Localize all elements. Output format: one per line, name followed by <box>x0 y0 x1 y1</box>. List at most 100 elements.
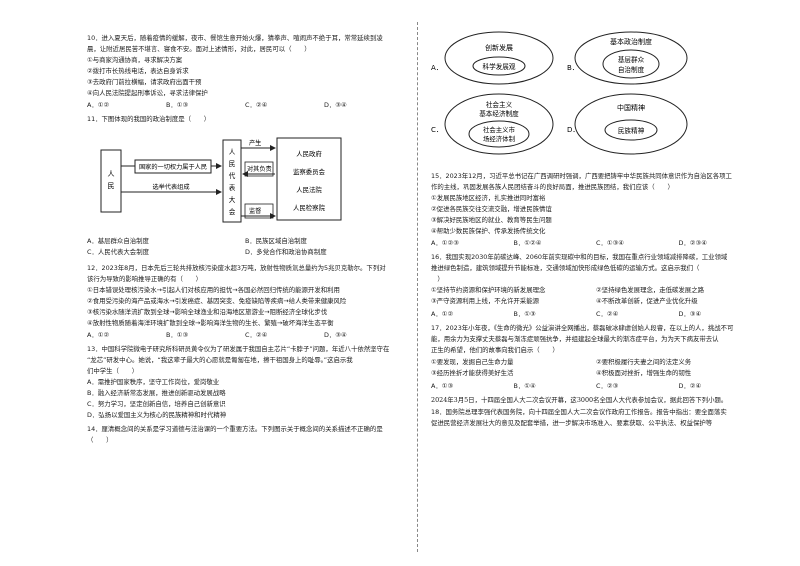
section-note: 2024年3月5日，十四届全国人大二次会议开幕，这3000名全国人大代表参加会议… <box>431 395 728 404</box>
q16-item-2: ②坚持绿色发展理念，走低碳发展之路 <box>596 285 704 294</box>
left-column: 10．进入夏天后，随着疫情的缓解，夜市、餐馆生意开始火爆，猜拳声、喧闹声不绝于耳… <box>87 34 403 450</box>
q10-option-d[interactable]: D．③④ <box>324 100 347 109</box>
diagram-people-2: 民 <box>108 182 115 190</box>
q15-option-b[interactable]: B．①②④ <box>513 238 542 247</box>
question-15: 15．2023年12月，习近平总书记在广西调研时强调，广西要把铸牢中华民族共同体… <box>431 172 761 248</box>
q17-item-2: ②要积极履行夫妻之间的法定义务 <box>596 357 692 366</box>
q17-stem-3: 正生的希望，他们的故事向我们启示（ ） <box>431 346 559 355</box>
q14-letter-a[interactable]: A． <box>431 64 443 72</box>
q12-option-a[interactable]: A．①② <box>87 330 110 339</box>
q12-option-d[interactable]: D．③④ <box>324 330 347 339</box>
q13-stem-3: 们中学生（ ） <box>87 366 139 375</box>
q15-options: A．①②③ B．①②④ C．①③④ D．②③④ <box>431 239 761 248</box>
q16-stem-3: ） <box>431 274 444 283</box>
q16-item-4: ④不断改革创新，促进产业优化升级 <box>596 297 698 306</box>
q10-item-1: ①与商家沟通协商，寻求解决方案 <box>87 56 183 65</box>
q10-option-c[interactable]: C．②④ <box>245 100 268 109</box>
question-16: 16．我国实现2030年前碳达峰、2060年前实现碳中和的目标，我国在重点行业领… <box>431 253 761 320</box>
q11-stem: 11．下图体现的我国的政治制度是（ ） <box>87 114 211 123</box>
q14-concept-diagram: A． 创新发展 科学发展观 B． 基本政治制度 基层群众 自治制度 C． 社会主… <box>431 31 688 155</box>
q16-item-3: ③严守资源利用上线，不允许开采能源 <box>431 297 539 306</box>
q14-letter-c[interactable]: C． <box>431 126 443 134</box>
q11-option-c[interactable]: C．人民代表大会制度 <box>87 247 149 256</box>
diagram-supervise-label: 监督 <box>249 207 261 215</box>
q15-item-1: ①发展民族地区经济，扎实推进同时富裕 <box>431 194 546 203</box>
q16-option-a[interactable]: A．①② <box>431 310 454 319</box>
q12-item-3: ③核污染水随洋流扩散到全球→影响全球渔业和沿海地区旅游业→阻断经济全球化步伐 <box>87 308 328 317</box>
q14-c-inner-2: 场经济体制 <box>483 134 515 143</box>
q14-a-outer: 创新发展 <box>485 43 513 52</box>
q14-b-inner-1: 基层群众 <box>618 55 645 64</box>
q10-stem-1: 10．进入夏天后，随着疫情的缓解，夜市、餐馆生意开始火爆，猜拳声、喧闹声不绝于耳… <box>87 34 383 42</box>
q11-option-a[interactable]: A．基层群众自治制度 <box>87 236 149 245</box>
q12-item-2: ②食用受污染的海产品或海水→引发癌症、基因突变、免疫缺陷等疾病→给人类带来健康风… <box>87 297 347 306</box>
q16-option-d[interactable]: D．③④ <box>678 310 702 319</box>
question-12: 12．2023年8月，日本先后三轮共排放核污染废水超3万吨，放射性物质氚总量约为… <box>87 264 403 340</box>
q18-stem-1: 18．国务院总理李强代表国务院，向十四届全国人大二次会议作政府工作报告。报告中指… <box>431 407 727 416</box>
q15-option-a[interactable]: A．①②③ <box>431 238 459 247</box>
q17-option-d[interactable]: D．②④ <box>678 381 702 390</box>
q15-stem-2: 作的主线，巩固发展各族人民团结奋斗的良好局面，推进民族团结，我们应该（ ） <box>431 183 674 192</box>
q13-option-b[interactable]: B．融入经济新常态发展，推进创新驱动发展战略 <box>87 388 226 397</box>
q17-item-1: ①要发现，发掘自己生命力量 <box>431 357 514 366</box>
q16-item-1: ①坚持节约资源和保护环境的新发展理念 <box>431 285 546 294</box>
diagram-congress-5: 大 <box>229 195 236 204</box>
q12-options: A．①② B．①③ C．②④ D．③④ <box>87 331 403 340</box>
q12-item-4: ④放射性物质随着海洋环境扩散到全球→影响海洋生物的生长、繁殖→破坏海洋生态平衡 <box>87 319 334 328</box>
q16-option-c[interactable]: C．②④ <box>596 310 619 319</box>
diagram-election-label: 选举代表组成 <box>152 183 189 191</box>
diagram-people-1: 人 <box>108 170 115 178</box>
q16-stem-1: 16．我国实现2030年前碳达峰、2060年前实现碳中和的目标，我国在重点行业领… <box>431 252 728 261</box>
q16-stem-2: 推进绿色制造，建筑领域提升节能标准，交通领域加快形成绿色低碳的运输方式。这启示我… <box>431 263 700 272</box>
q10-option-a[interactable]: A．①② <box>87 100 110 109</box>
q15-option-d[interactable]: D．②③④ <box>678 238 708 247</box>
diagram-congress-6: 会 <box>229 207 236 216</box>
q15-item-4: ④帮助少数民族保护、传承发扬传统文化 <box>431 227 546 236</box>
q12-option-c[interactable]: C．②④ <box>245 330 268 339</box>
question-13: 13．中国科学院微电子研究所科研员黄令仪为了研发属于我国自主芯片“卡脖子”问题，… <box>87 345 403 421</box>
diagram-organ-supervisory: 监察委员会 <box>293 167 326 176</box>
q16-items: ①坚持节约资源和保护环境的新发展理念 ②坚持绿色发展理念，走低碳发展之路 ③严守… <box>431 286 761 308</box>
q17-option-c[interactable]: C．②③ <box>596 381 619 390</box>
diagram-produce-label: 产生 <box>249 139 261 147</box>
diagram-congress-3: 代 <box>229 171 236 180</box>
q15-option-c[interactable]: C．①③④ <box>596 238 625 247</box>
q14-set-diagrams: A． 创新发展 科学发展观 B． 基本政治制度 基层群众 自治制度 C． 社会主… <box>431 30 761 158</box>
q15-stem-1: 15．2023年12月，习近平总书记在广西调研时强调，广西要把铸牢中华民族共同体… <box>431 172 732 180</box>
q13-option-c[interactable]: C．努力学习，坚定创新自信，培养自己创新意识 <box>87 400 226 409</box>
q17-stem-2: 能，用余力为支撑丈夫蔡磊与渐冻症顽强抗争，并组建起全球最大的渐冻症平台，为为天下… <box>431 335 719 344</box>
q15-item-3: ③解决好民族地区的就业、教育等民生问题 <box>431 216 552 225</box>
q13-stem-1: 13．中国科学院微电子研究所科研员黄令仪为了研发属于我国自主芯片“卡脖子”问题，… <box>87 344 390 353</box>
q14-stem-2: （ ） <box>87 436 113 445</box>
q11-option-b[interactable]: B．民族区域自治制度 <box>245 236 307 245</box>
q10-options: A．①② B．①③ C．②④ D．③④ <box>87 101 403 110</box>
q11-options: A．基层群众自治制度 B．民族区域自治制度 C．人民代表大会制度 D．多党合作和… <box>87 237 403 259</box>
q12-option-b[interactable]: B．①③ <box>166 330 189 339</box>
q17-items: ①要发现，发掘自己生命力量 ②要积极履行夫妻之间的法定义务 ③经历挫折才能获得美… <box>431 358 761 380</box>
q14-c-outer-1: 社会主义 <box>486 100 513 109</box>
q14-c-inner-1: 社会主义市 <box>483 125 516 134</box>
question-17: 17．2023年小年夜，《生命的微光》公益演讲全网播出，蔡磊破冰肆虐创始人段睿，… <box>431 324 761 391</box>
q17-item-4: ④积极面对挫折，增强生命的韧性 <box>596 368 692 377</box>
q17-option-b[interactable]: B．①④ <box>513 381 536 390</box>
q16-option-b[interactable]: B．①③ <box>513 310 536 319</box>
q14-b-outer: 基本政治制度 <box>610 37 652 46</box>
q14-letter-b[interactable]: B． <box>567 64 579 72</box>
q14-b-inner-2: 自治制度 <box>618 65 645 74</box>
q13-option-a[interactable]: A．需推护国家秩序，坚守工作岗位，爱岗敬业 <box>87 377 220 386</box>
q18-stem-2: 促进民营经济发展壮大的意见及配套举措，进一步解决市场准入、要素获取、公平执法、权… <box>431 418 713 427</box>
q14-letter-d[interactable]: D． <box>567 126 579 134</box>
q11-diagram: 人 民 国家的一切权力属于人民 选举代表组成 人 民 代 表 大 <box>87 128 403 231</box>
q11-option-d[interactable]: D．多党合作和政治协商制度 <box>245 247 327 256</box>
q12-stem-2: 该行为导致的影响推导正确的有（ ） <box>87 275 203 284</box>
diagram-congress-1: 人 <box>229 148 236 156</box>
q13-stem-2: “龙芯”研发中心。她说，“我这辈子最大的心愿就是匍匐在地，擦干祖国身上的耻辱。”… <box>87 355 353 364</box>
question-11: 11．下图体现的我国的政治制度是（ ） 人 民 国家的一切权力属于人民 <box>87 115 403 259</box>
q13-option-d[interactable]: D．弘扬以爱国主义为核心的民族精神和时代精神 <box>87 411 227 420</box>
diagram-congress-2: 民 <box>229 160 236 168</box>
column-divider <box>417 22 418 552</box>
q10-option-b[interactable]: B．①③ <box>166 100 189 109</box>
q14-d-inner: 民族精神 <box>618 126 645 135</box>
q14-a-inner: 科学发展观 <box>483 62 516 71</box>
q17-option-a[interactable]: A．①③ <box>431 381 454 390</box>
